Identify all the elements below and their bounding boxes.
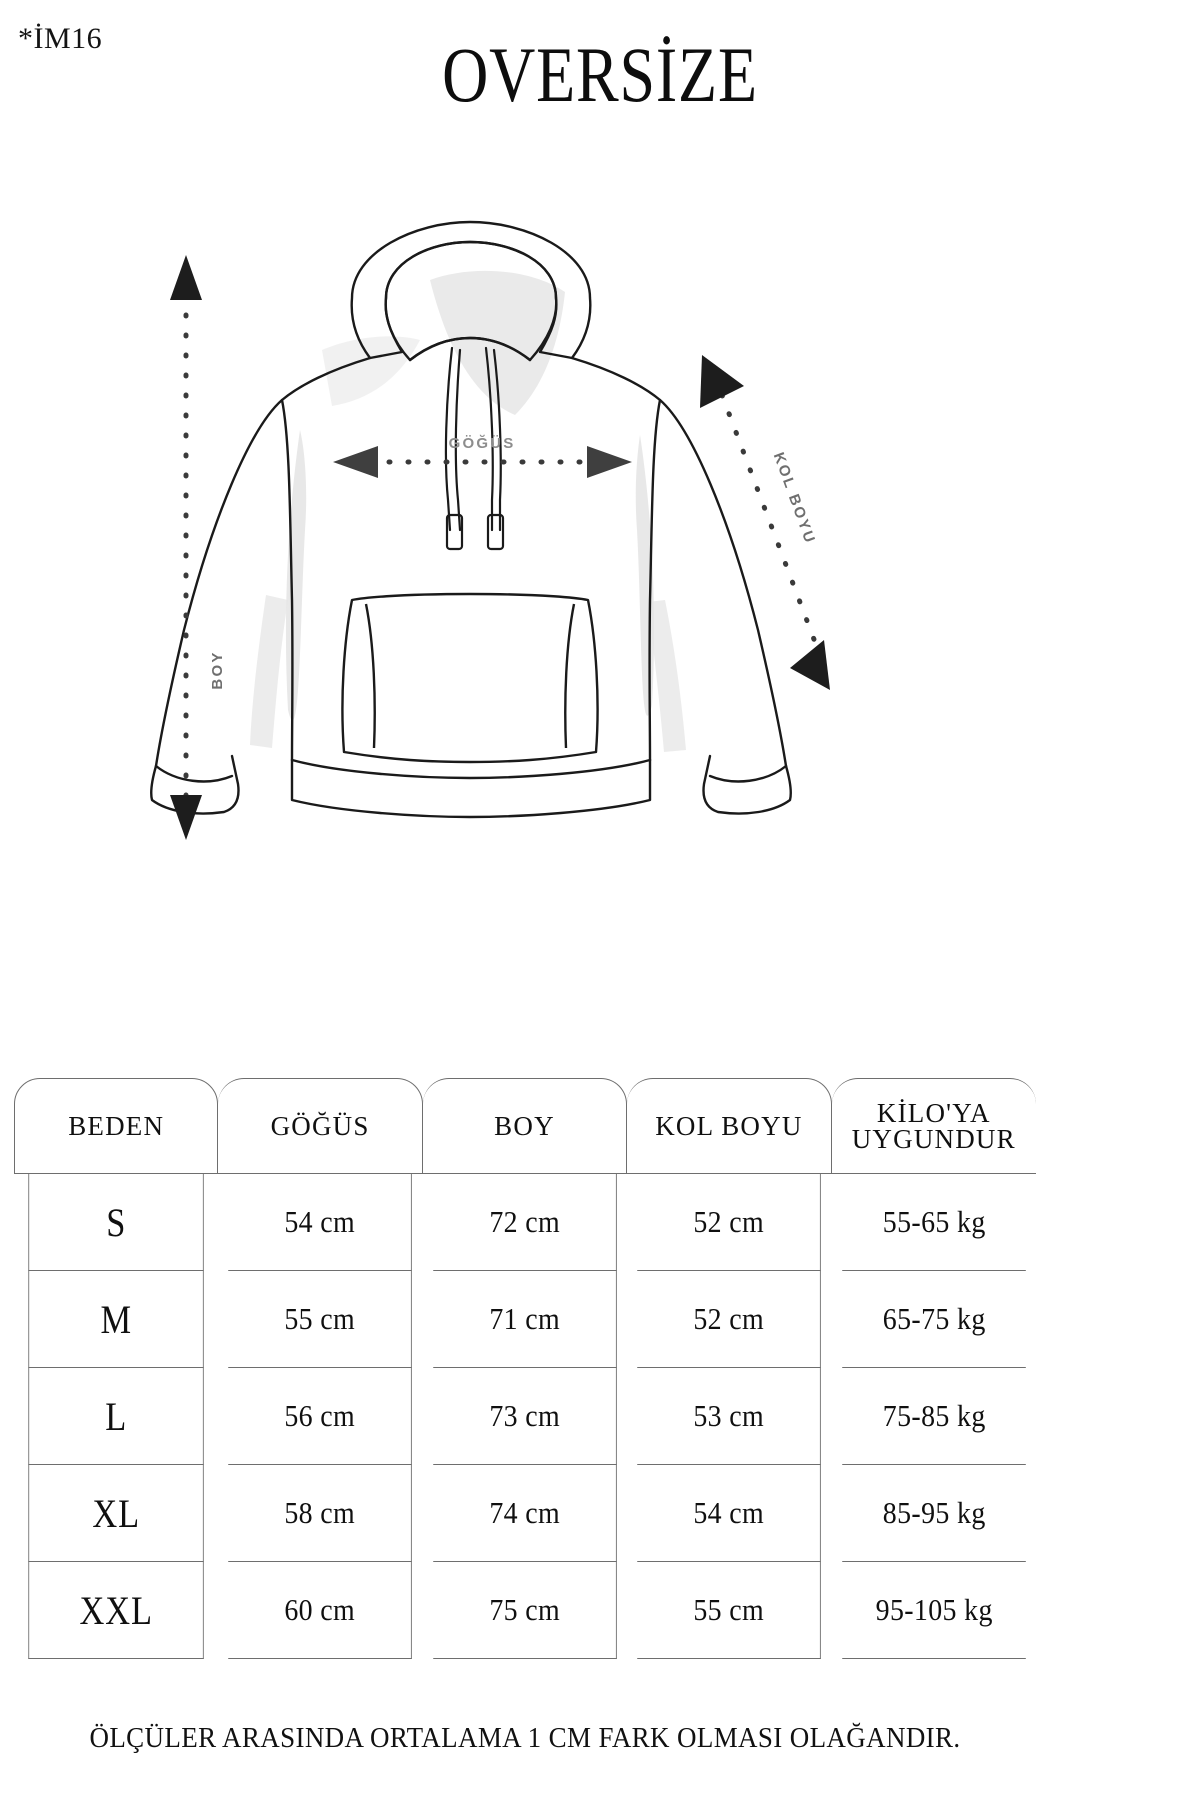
cell-gogus: 56 cm xyxy=(228,1368,413,1465)
table-row: S 54 cm 72 cm 52 cm 55-65 kg xyxy=(14,1174,1036,1271)
column-header-boy: BOY xyxy=(422,1078,628,1174)
cell-boy: 75 cm xyxy=(433,1562,617,1659)
cell-kilo: 95-105 kg xyxy=(841,1562,1026,1659)
sleeve-measure-arrow: KOL BOYU xyxy=(700,355,830,690)
cell-kol-boyu: 52 cm xyxy=(637,1271,822,1368)
product-code-label: *İM16 xyxy=(18,22,103,55)
cell-gogus: 60 cm xyxy=(228,1562,413,1659)
cell-beden: M xyxy=(28,1271,205,1368)
cell-kol-boyu: 52 cm xyxy=(637,1174,822,1271)
cell-boy: 74 cm xyxy=(433,1465,617,1562)
cell-beden: S xyxy=(28,1174,205,1271)
hoodie-illustration: BOY GÖĞÜS KOL BOYU xyxy=(0,200,1060,880)
measurement-tolerance-note: ÖLÇÜLER ARASINDA ORTALAMA 1 CM FARK OLMA… xyxy=(89,1722,961,1754)
pocket-outline xyxy=(341,592,599,764)
cell-beden: XL xyxy=(28,1465,205,1562)
table-row: XL 58 cm 74 cm 54 cm 85-95 kg xyxy=(14,1465,1036,1562)
column-header-gogus: GÖĞÜS xyxy=(218,1078,423,1174)
drawstring xyxy=(444,346,505,551)
cell-beden: XXL xyxy=(28,1562,205,1659)
chest-measure-arrow: GÖĞÜS xyxy=(333,434,632,478)
cell-boy: 71 cm xyxy=(433,1271,617,1368)
table-row: L 56 cm 73 cm 53 cm 75-85 kg xyxy=(14,1368,1036,1465)
cell-gogus: 54 cm xyxy=(228,1174,413,1271)
cell-kol-boyu: 54 cm xyxy=(637,1465,822,1562)
chest-label: GÖĞÜS xyxy=(449,434,516,452)
column-header-kilo-line2: UYGUNDUR xyxy=(851,1124,1016,1154)
cell-boy: 73 cm xyxy=(433,1368,617,1465)
hood-outline xyxy=(350,220,592,362)
garment-shading xyxy=(250,270,686,752)
column-header-kilo-line1: KİLO'YA xyxy=(876,1098,991,1128)
column-header-kilo: KİLO'YA UYGUNDUR xyxy=(831,1078,1036,1174)
body-outline xyxy=(150,356,792,819)
size-table: BEDEN GÖĞÜS BOY KOL BOYU KİLO'YA UYGUNDU… xyxy=(14,1078,1036,1659)
table-row: M 55 cm 71 cm 52 cm 65-75 kg xyxy=(14,1271,1036,1368)
cell-kilo: 65-75 kg xyxy=(841,1271,1026,1368)
cell-kilo: 55-65 kg xyxy=(841,1174,1026,1271)
column-header-kol-boyu: KOL BOYU xyxy=(627,1078,832,1174)
cell-gogus: 55 cm xyxy=(228,1271,413,1368)
column-header-beden: BEDEN xyxy=(14,1078,219,1174)
table-header-row: BEDEN GÖĞÜS BOY KOL BOYU KİLO'YA UYGUNDU… xyxy=(14,1078,1036,1174)
cell-kilo: 75-85 kg xyxy=(841,1368,1026,1465)
cell-kol-boyu: 55 cm xyxy=(637,1562,822,1659)
cell-boy: 72 cm xyxy=(433,1174,617,1271)
page-title: OVERSİZE xyxy=(442,31,758,118)
cell-kol-boyu: 53 cm xyxy=(637,1368,822,1465)
cell-beden: L xyxy=(28,1368,205,1465)
cell-gogus: 58 cm xyxy=(228,1465,413,1562)
cell-kilo: 85-95 kg xyxy=(841,1465,1026,1562)
table-row: XXL 60 cm 75 cm 55 cm 95-105 kg xyxy=(14,1562,1036,1659)
length-measure-arrow: BOY xyxy=(170,255,226,840)
sleeve-label: KOL BOYU xyxy=(770,450,819,546)
length-label: BOY xyxy=(209,650,226,689)
